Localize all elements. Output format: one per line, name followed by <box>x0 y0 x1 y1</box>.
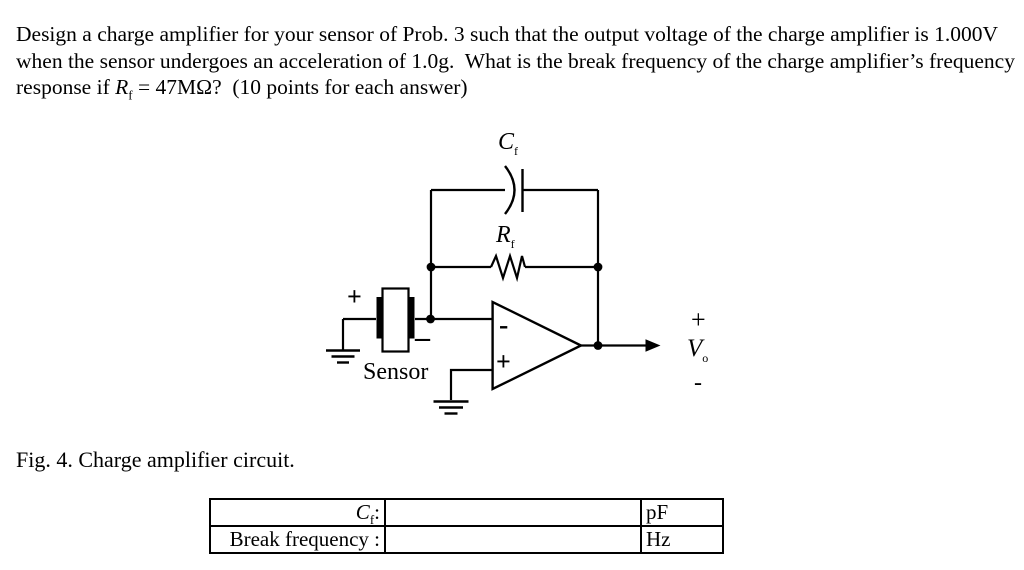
sensor-icon <box>376 287 415 353</box>
answer-table: Cf: pF Break frequency : Hz <box>209 498 724 554</box>
question-text: Design a charge amplifier for your senso… <box>16 21 1018 101</box>
rf-symbol: R <box>115 75 129 99</box>
junction-dot <box>593 262 603 272</box>
table-row-cf: Cf: pF <box>209 498 724 527</box>
vo-label-main: V <box>687 335 703 362</box>
cf-row-label-sub: f <box>369 512 375 526</box>
ground-icon-left <box>326 349 360 364</box>
break-frequency-row-label: Break frequency : <box>209 525 386 554</box>
vo-label: Vo <box>687 335 708 364</box>
cf-unit-cell: pF <box>640 498 724 527</box>
junction-dot <box>593 341 603 350</box>
vo-label-sub: o <box>702 351 709 365</box>
break-frequency-unit-cell: Hz <box>640 525 724 554</box>
sensor-plus-sign: + <box>347 282 362 311</box>
junction-dots <box>426 262 603 350</box>
sensor-label: Sensor <box>363 359 429 385</box>
sensor-left-electrode <box>376 297 383 339</box>
cf-row-label: Cf: <box>209 498 386 527</box>
sensor-body <box>381 287 410 353</box>
sensor-right-electrode <box>408 297 415 339</box>
cf-answer-cell <box>384 498 642 527</box>
question-part2: = 47MΩ? (10 points for each answer) <box>132 75 468 99</box>
break-frequency-answer-cell <box>384 525 642 554</box>
output-arrowhead-icon <box>645 339 661 352</box>
junction-dot <box>426 262 436 272</box>
output-plus-sign: + <box>691 305 706 334</box>
rf-label: Rf <box>496 222 515 250</box>
cf-row-label-colon: : <box>374 500 380 524</box>
rf-label-main: R <box>496 222 511 248</box>
capacitor-curved-plate <box>504 165 516 215</box>
junction-dot <box>426 314 435 324</box>
rf-subscript: f <box>128 87 133 103</box>
cf-row-label-main: C <box>355 500 370 524</box>
figure-caption: Fig. 4. Charge amplifier circuit. <box>16 447 295 472</box>
circuit-wires <box>341 188 647 400</box>
opamp-triangle-icon <box>491 300 584 391</box>
question-part1: Design a charge amplifier for your senso… <box>16 22 1021 99</box>
output-minus-sign: - <box>694 370 702 396</box>
cf-label-main: C <box>498 129 515 155</box>
opamp-noninverting-sign: + <box>496 347 511 376</box>
ground-icon-noninverting <box>433 400 469 415</box>
cf-label-sub: f <box>514 143 519 158</box>
wire-noninverting-input <box>449 368 493 400</box>
opamp-inverting-sign: - <box>499 310 509 341</box>
capacitor-cf-icon <box>504 165 524 215</box>
cf-label: Cf <box>498 129 518 157</box>
sensor-minus-sign: – <box>415 321 430 354</box>
resistor-rf-icon <box>489 252 527 283</box>
table-row-break-frequency: Break frequency : Hz <box>209 525 724 554</box>
rf-label-sub: f <box>510 236 515 251</box>
